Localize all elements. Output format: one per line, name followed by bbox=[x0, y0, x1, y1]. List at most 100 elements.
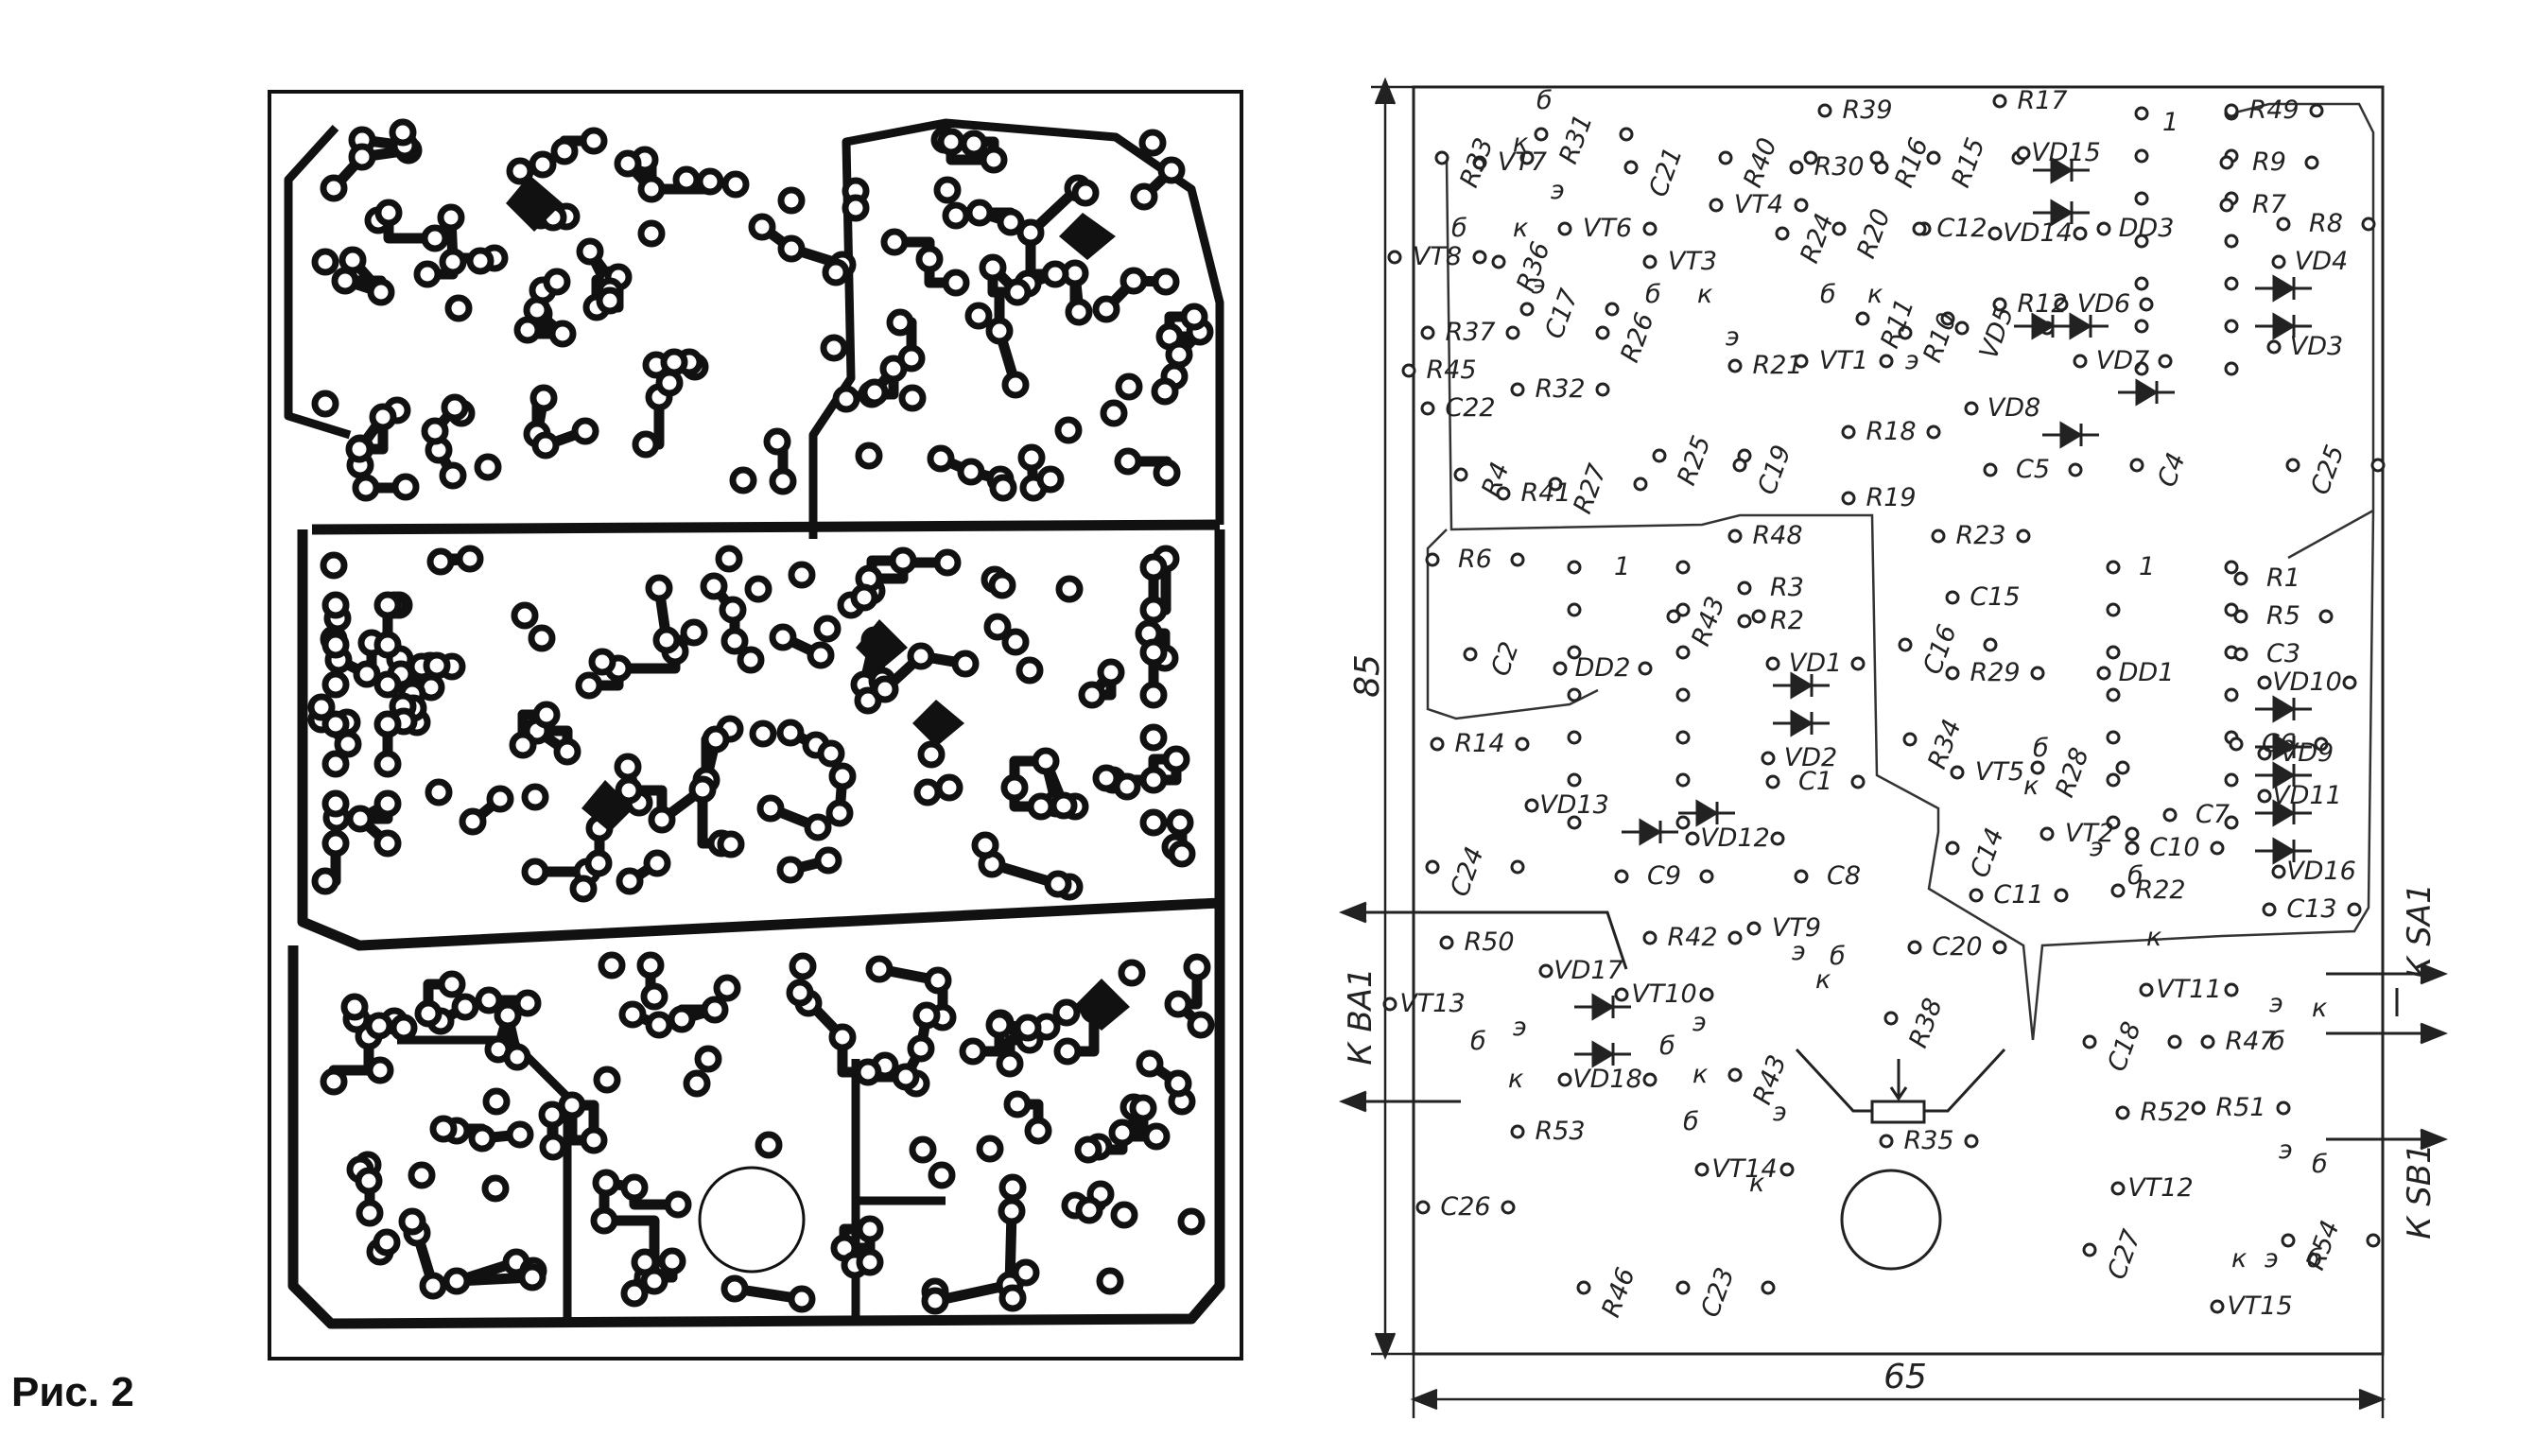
component-pad bbox=[1567, 815, 1582, 830]
component-pad bbox=[1727, 358, 1743, 373]
component-pad bbox=[2106, 730, 2121, 745]
copper-pad bbox=[618, 1000, 647, 1029]
component-label: R46 bbox=[1596, 1264, 1640, 1322]
copper-pad bbox=[832, 385, 860, 413]
copper-pad bbox=[373, 710, 402, 738]
copper-pad bbox=[521, 783, 549, 811]
component-label: C20 bbox=[1932, 932, 1982, 962]
copper-pad bbox=[640, 982, 668, 1011]
component-pad bbox=[1510, 859, 1525, 875]
component-pad bbox=[1425, 552, 1440, 567]
transistor-pin-letter: э bbox=[1773, 1098, 1787, 1127]
copper-pad bbox=[521, 858, 549, 886]
copper-pad bbox=[998, 1173, 1027, 1202]
component-pad bbox=[1642, 1072, 1658, 1087]
component-pad bbox=[1425, 859, 1440, 875]
diode-symbol bbox=[2042, 421, 2099, 449]
copper-pad bbox=[1139, 808, 1168, 837]
transistor-pin-letter: э bbox=[1905, 346, 1919, 375]
copper-pad bbox=[1110, 1201, 1138, 1229]
component-pad bbox=[1746, 921, 1762, 936]
copper-pad bbox=[414, 999, 443, 1028]
component-label: R29 bbox=[1970, 658, 2020, 687]
component-pad bbox=[1439, 935, 1454, 950]
component-pad bbox=[1737, 581, 1752, 596]
component-pad bbox=[1902, 732, 1918, 747]
figure-caption: Рис. 2 bbox=[11, 1369, 134, 1415]
copper-pad bbox=[373, 670, 402, 699]
component-pad bbox=[1831, 221, 1847, 236]
component-pad bbox=[2082, 1034, 2097, 1049]
pcb-board-outline bbox=[268, 90, 1243, 1361]
diode-symbol bbox=[2255, 695, 2312, 723]
component-pad bbox=[2039, 826, 2055, 841]
copper-pad bbox=[580, 127, 608, 155]
copper-pad bbox=[529, 384, 558, 412]
component-label: R41 bbox=[1520, 478, 1571, 508]
component-label: R23 bbox=[1955, 521, 2005, 550]
transistor-pin-letter: б bbox=[1683, 1107, 1699, 1136]
copper-pad bbox=[935, 773, 963, 802]
copper-pad bbox=[426, 547, 455, 576]
copper-pad bbox=[788, 561, 816, 589]
component-pad bbox=[1557, 221, 1572, 236]
copper-pad bbox=[1000, 773, 1029, 802]
component-label: R30 bbox=[1814, 152, 1864, 182]
copper-pad bbox=[425, 778, 453, 806]
copper-pad bbox=[1153, 459, 1181, 487]
component-pad bbox=[1992, 940, 2007, 955]
component-pad bbox=[2110, 883, 2126, 898]
component-label: R6 bbox=[1458, 545, 1492, 574]
copper-pad bbox=[321, 789, 350, 818]
component-pad bbox=[2106, 815, 2121, 830]
copper-pad bbox=[1115, 373, 1143, 401]
diode-symbol bbox=[2255, 837, 2312, 865]
copper-pad bbox=[988, 571, 1016, 599]
component-label: C14 bbox=[1965, 824, 2009, 882]
component-label: R5 bbox=[2266, 601, 2300, 631]
component-pad bbox=[1524, 798, 1539, 813]
component-pad bbox=[1510, 552, 1525, 567]
component-pad bbox=[1732, 458, 1747, 473]
component-pad bbox=[1567, 560, 1582, 575]
component-pad bbox=[1992, 94, 2007, 109]
copper-pad bbox=[580, 1126, 608, 1154]
component-pad bbox=[2139, 982, 2154, 997]
diode-symbol bbox=[1678, 799, 1735, 827]
component-label: R26 bbox=[1615, 309, 1659, 367]
component-pad bbox=[2134, 148, 2149, 164]
component-pad bbox=[1945, 841, 1960, 856]
copper-pad bbox=[506, 1120, 534, 1149]
component-label: DD1 bbox=[2119, 658, 2175, 687]
copper-pad bbox=[892, 1063, 920, 1091]
copper-pad bbox=[421, 417, 449, 445]
component-pad bbox=[1567, 730, 1582, 745]
component-pad bbox=[1907, 940, 1922, 955]
copper-pad bbox=[828, 762, 857, 790]
component-label: C12 bbox=[1936, 214, 1987, 243]
copper-pad bbox=[1138, 129, 1167, 157]
copper-pad bbox=[645, 1011, 673, 1039]
component-label: R17 bbox=[2017, 86, 2067, 115]
copper-pad bbox=[438, 970, 466, 998]
copper-pad bbox=[1139, 681, 1168, 709]
component-label: R25 bbox=[1672, 432, 1716, 490]
copper-pad bbox=[645, 574, 673, 602]
diode-symbol bbox=[2033, 156, 2090, 184]
copper-pad bbox=[825, 799, 854, 827]
copper-pad bbox=[1050, 791, 1078, 820]
copper-pad bbox=[352, 474, 380, 502]
component-pad bbox=[2200, 1034, 2215, 1049]
component-label: C3 bbox=[2266, 639, 2300, 668]
copper-pad bbox=[511, 601, 539, 630]
diode-symbol bbox=[1574, 1040, 1631, 1068]
component-pad bbox=[2347, 902, 2362, 917]
transistor-pin-letter: к bbox=[1867, 280, 1883, 309]
component-pad bbox=[1964, 1134, 1979, 1149]
diode-body bbox=[1790, 671, 1814, 700]
copper-pad bbox=[1114, 447, 1142, 476]
component-label: VT5 bbox=[1975, 757, 2024, 787]
diode-symbols bbox=[1574, 156, 2312, 1068]
copper-pad bbox=[652, 626, 681, 654]
